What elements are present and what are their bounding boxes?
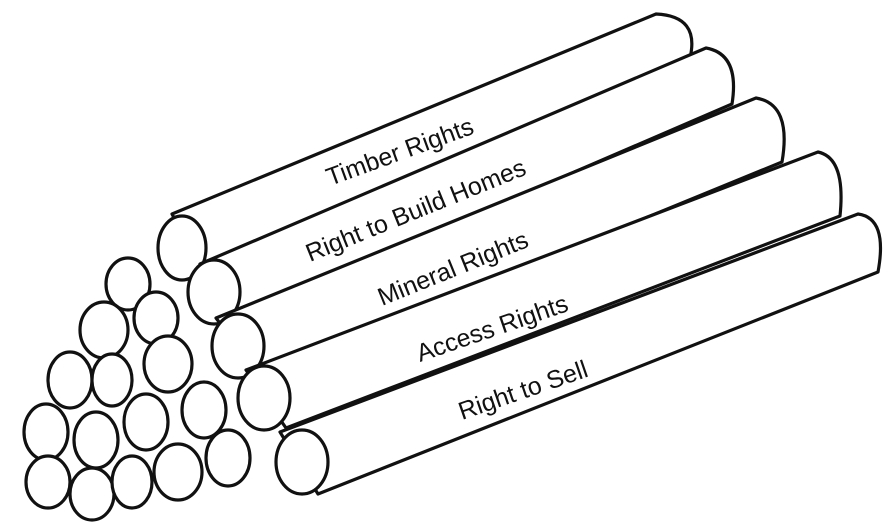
log-end xyxy=(48,352,92,408)
log-end xyxy=(74,412,118,468)
stick-end xyxy=(238,366,290,430)
log-end xyxy=(112,456,152,508)
log-end xyxy=(206,430,250,486)
log-end xyxy=(24,404,68,460)
log-end xyxy=(182,382,226,438)
stick-end xyxy=(276,430,328,494)
log-end xyxy=(92,354,132,406)
log-end xyxy=(70,468,114,520)
log-end xyxy=(124,394,168,450)
log-end xyxy=(80,302,128,358)
log-end xyxy=(144,336,192,392)
log-end xyxy=(26,456,70,508)
log-end xyxy=(154,444,202,500)
